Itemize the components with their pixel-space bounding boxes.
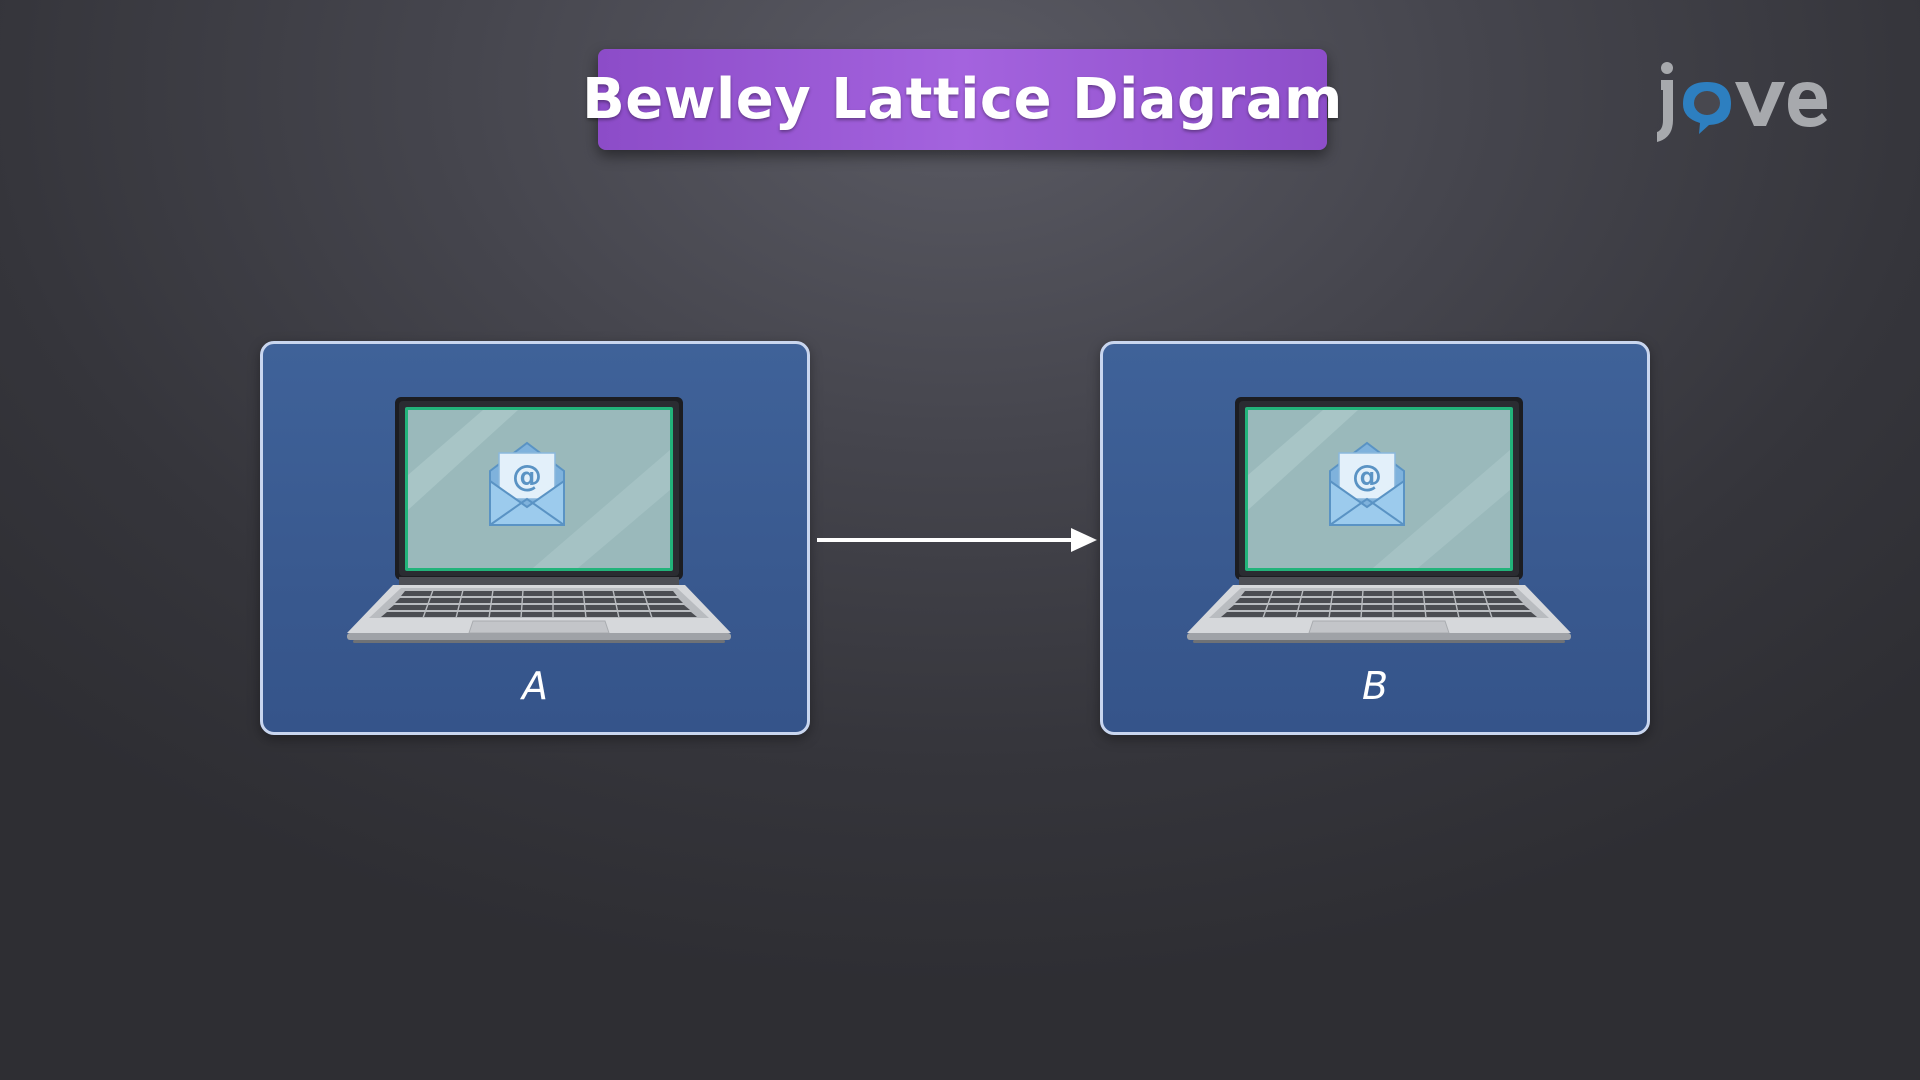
- arrow-right-icon: [817, 528, 1097, 552]
- jove-logo-icon: [1657, 62, 1827, 142]
- node-a-box: A: [260, 341, 810, 735]
- node-a-label: A: [522, 664, 548, 708]
- laptop-email-icon: [343, 395, 735, 645]
- node-b-box: B: [1100, 341, 1650, 735]
- node-b-label: B: [1361, 664, 1389, 708]
- page-title: Bewley Lattice Diagram: [582, 67, 1343, 132]
- laptop-email-icon: [1183, 395, 1575, 645]
- title-banner: Bewley Lattice Diagram: [582, 49, 1342, 150]
- jove-logo: [1655, 58, 1830, 148]
